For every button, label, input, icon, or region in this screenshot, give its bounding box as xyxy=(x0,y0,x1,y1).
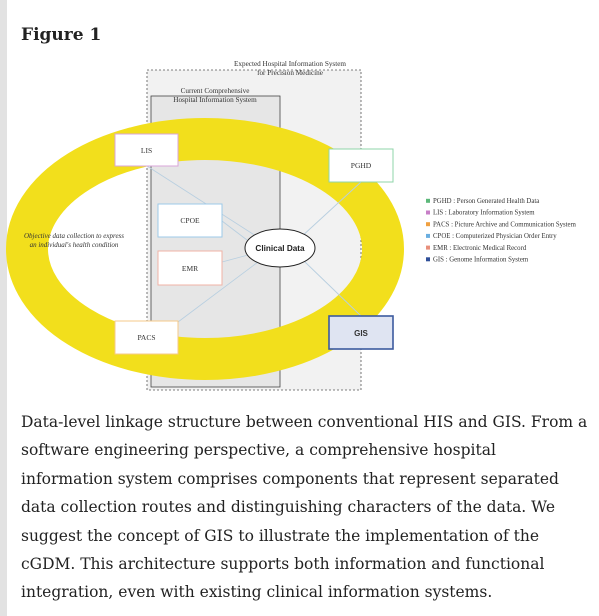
legend-item: GIS : Genome Information System xyxy=(433,257,529,264)
node-emr: EMR xyxy=(157,250,223,286)
clinical-data-label: Clinical Data xyxy=(255,244,305,253)
legend-swatch xyxy=(426,222,430,227)
linkage-diagram: Expected Hospital Information System for… xyxy=(6,60,577,391)
node-emr-label: EMR xyxy=(182,264,198,273)
node-gis-label: GIS xyxy=(354,329,368,338)
figure-title: Figure 1 xyxy=(21,25,102,45)
node-cpoe: CPOE xyxy=(157,203,223,238)
legend-item: PACS : Picture Archive and Communication… xyxy=(433,221,577,228)
current-system-label-line2: Hospital Information System xyxy=(173,96,257,104)
left-border xyxy=(0,0,7,616)
node-pacs-label: PACS xyxy=(137,333,155,342)
legend-item: LIS : Laboratory Information System xyxy=(433,210,535,217)
objective-label-line2: an individual's health condition xyxy=(30,241,119,249)
legend-swatch xyxy=(426,245,430,250)
node-gis: GIS xyxy=(328,315,394,350)
node-pghd-label: PGHD xyxy=(351,161,372,170)
legend-swatch xyxy=(426,233,430,238)
legend-swatch xyxy=(426,210,430,215)
figure-caption: Data-level linkage structure between con… xyxy=(21,408,589,607)
node-cpoe-label: CPOE xyxy=(180,216,200,225)
legend-swatch xyxy=(426,198,430,203)
legend-item: CPOE : Computerized Physician Order Entr… xyxy=(433,233,557,240)
node-pacs: PACS xyxy=(114,320,179,355)
current-system-label-line1: Current Comprehensive xyxy=(181,87,250,95)
legend-swatch xyxy=(426,257,430,262)
node-lis-label: LIS xyxy=(141,146,152,155)
caption-text: Data-level linkage structure between con… xyxy=(21,413,588,602)
objective-label-line1: Objective data collection to express xyxy=(24,232,124,240)
data-collection-ring xyxy=(6,118,404,380)
legend-item: PGHD : Person Generated Health Data xyxy=(433,198,539,205)
clinical-data-node: Clinical Data xyxy=(244,228,316,268)
expected-system-label-line2: for Precision Medicine xyxy=(257,69,323,77)
expected-system-label-line1: Expected Hospital Information System xyxy=(234,60,346,68)
node-pghd: PGHD xyxy=(328,148,394,183)
legend-item: EMR : Electronic Medical Record xyxy=(433,245,527,252)
node-lis: LIS xyxy=(114,133,179,167)
